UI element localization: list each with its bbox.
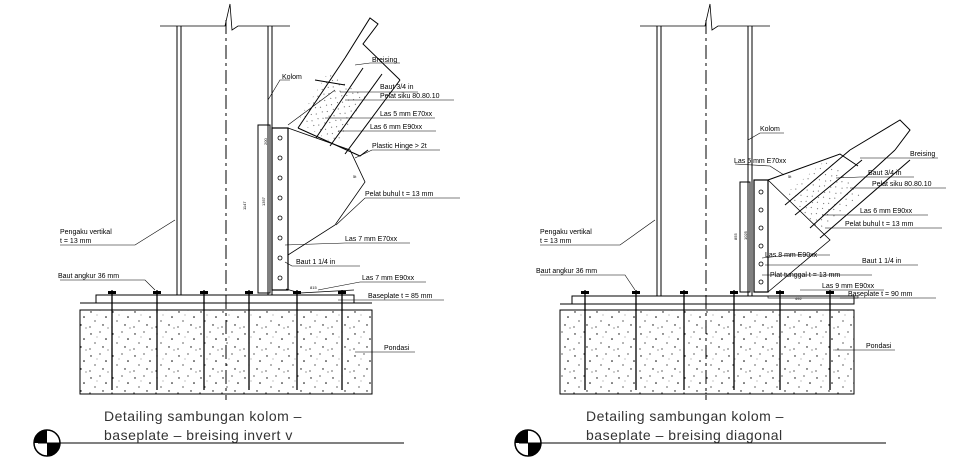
right-label-baseplate: Baseplate t = 90 mm (848, 291, 913, 298)
right-label-las6: Las 6 mm E90xx (860, 208, 913, 215)
right-label-plat-tunggal: Plat tunggal t = 13 mm (770, 272, 840, 279)
left-label-pondasi: Pondasi (384, 345, 410, 352)
svg-text:200: 200 (263, 138, 268, 145)
left-caption-line-1: Detailing sambungan kolom – (104, 408, 302, 424)
right-label-las8: Las 8 mm E90xx (765, 252, 818, 259)
left-label-pengaku-1: Pengaku vertikal (60, 229, 112, 236)
svg-text:5t: 5t (353, 174, 357, 179)
left-label-kolom: Kolom (282, 74, 302, 81)
svg-text:1025: 1025 (743, 230, 748, 240)
svg-text:5t: 5t (788, 174, 792, 179)
left-anchor-bolts (111, 290, 343, 390)
right-label-baut: Baut 3/4 in (868, 170, 902, 177)
left-gusset-plate (271, 127, 289, 291)
right-label-pengaku-2: t = 13 mm (540, 238, 571, 245)
right-foundation (559, 309, 855, 395)
right-label-baut-14: Baut 1 1/4 in (862, 258, 901, 265)
right-caption-line-2: baseplate – breising diagonal (586, 427, 783, 443)
left-label-baseplate: Baseplate t = 85 mm (368, 293, 433, 300)
left-stiffener (257, 124, 271, 294)
left-label-baut: Baut 3/4 in (380, 84, 414, 91)
left-label-plastic-hinge: Plastic Hinge > 2t (372, 143, 427, 150)
right-baseplate (571, 295, 855, 305)
left-label-las5: Las 5 mm E70xx (380, 111, 433, 118)
svg-text:492: 492 (795, 296, 802, 301)
right-label-pelat-buhul: Pelat buhul t = 13 mm (845, 221, 913, 228)
left-label-pelat-buhul: Pelat buhul t = 13 mm (365, 191, 433, 198)
svg-text:1357: 1357 (261, 196, 266, 206)
right-column (640, 3, 770, 400)
right-label-kolom: Kolom (760, 126, 780, 133)
left-label-baut-angkur: Baut angkur 36 mm (58, 273, 119, 280)
right-label-pengaku-1: Pengaku vertikal (540, 229, 592, 236)
right-label-pondasi: Pondasi (866, 343, 892, 350)
svg-text:855: 855 (733, 233, 738, 240)
right-label-las9: Las 9 mm E90xx (822, 283, 875, 290)
left-label-pelat-siku: Pelat siku 80.80.10 (380, 93, 440, 100)
left-label-las6: Las 6 mm E90xx (370, 124, 423, 131)
right-label-las5: Las 5 mm E70xx (734, 158, 787, 165)
right-label-pelat-siku: Pelat siku 80.80.10 (872, 181, 932, 188)
left-detail: 1357 1147 200 815 5t Kolom Breising Baut (33, 3, 460, 457)
left-label-las7a: Las 7 mm E70xx (345, 236, 398, 243)
right-caption-line-1: Detailing sambungan kolom – (586, 408, 784, 424)
right-label-baut-angkur: Baut angkur 36 mm (536, 268, 597, 275)
left-baseplate (95, 294, 355, 304)
left-label-las7b: Las 7 mm E90xx (362, 275, 415, 282)
right-anchor-bolts (584, 290, 831, 390)
right-gusset-plate (753, 179, 769, 293)
left-label-baut-14: Baut 1 1/4 in (296, 259, 335, 266)
left-label-pengaku-2: t = 13 mm (60, 238, 91, 245)
left-caption-line-2: baseplate – breising invert v (104, 427, 293, 443)
left-label-breising: Breising (372, 57, 397, 64)
right-detail: 1025 855 492 5t Kolom Las 5 mm E70xx Bre… (514, 3, 946, 457)
svg-text:1147: 1147 (242, 201, 247, 210)
right-stiffener (739, 181, 751, 293)
right-label-breising: Breising (910, 151, 935, 158)
svg-text:815: 815 (310, 285, 317, 290)
